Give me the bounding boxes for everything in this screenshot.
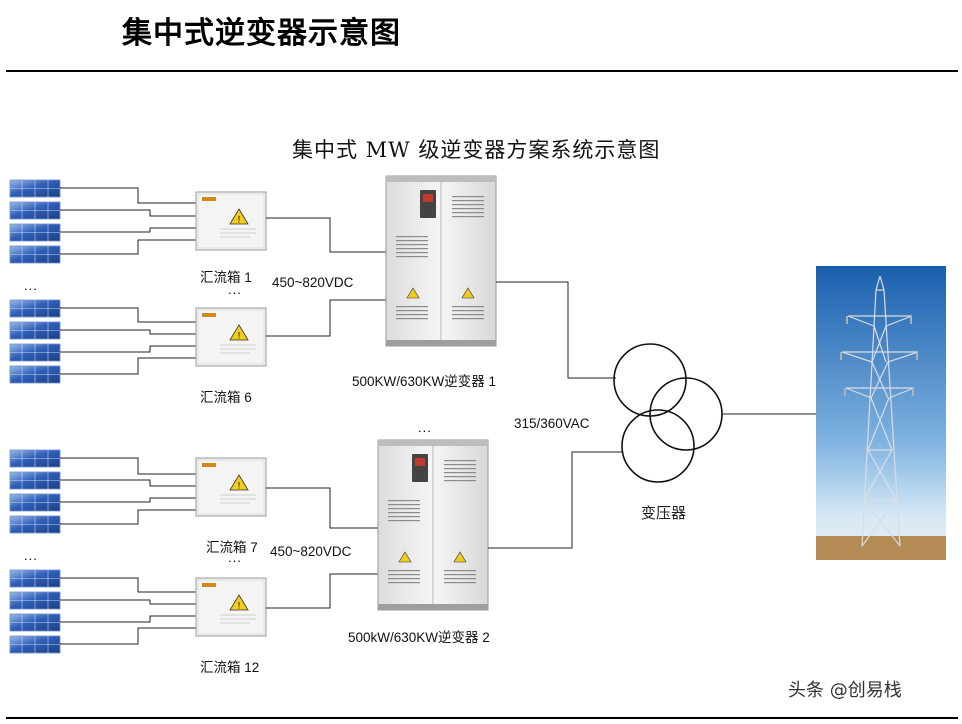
transformer-label: 变压器	[641, 504, 687, 522]
inverter-label-1: 500KW/630KW逆变器 1	[352, 374, 497, 389]
ellipsis-combiner-lower: ...	[228, 550, 242, 565]
inverter-2	[377, 439, 489, 611]
top-divider	[6, 70, 958, 72]
page-title: 集中式逆变器示意图	[122, 16, 401, 51]
ellipsis-combiner-upper: ...	[228, 282, 242, 297]
pv-wires-upper	[60, 187, 196, 375]
ellipsis-inverter: ...	[418, 420, 432, 435]
combiner-box-1	[195, 191, 267, 251]
combiner-label-7: 汇流箱 7	[206, 540, 258, 555]
inverter-label-2: 500kW/630KW逆变器 2	[348, 630, 490, 645]
diagram-title: 集中式 MW 级逆变器方案系统示意图	[292, 138, 661, 162]
ellipsis-pv-lower: ...	[24, 548, 38, 563]
bottom-divider	[6, 717, 958, 719]
ellipsis-pv-upper: ...	[24, 278, 38, 293]
transmission-tower-image	[816, 266, 946, 560]
ac-voltage-label: 315/360VAC	[514, 416, 590, 431]
combiner-box-7	[195, 457, 267, 517]
inverter-1	[385, 175, 497, 347]
combiner-label-6: 汇流箱 6	[200, 390, 252, 405]
combiner-box-12	[195, 577, 267, 637]
dc-wires-upper	[266, 217, 388, 337]
dc-wires-lower	[266, 487, 380, 609]
watermark: 头条 @创易栈	[788, 680, 902, 701]
transformer-symbol	[613, 343, 723, 483]
dc-voltage-lower: 450~820VDC	[270, 544, 352, 559]
ac-wires	[488, 281, 816, 549]
combiner-label-12: 汇流箱 12	[200, 660, 260, 675]
pv-wires-lower	[60, 457, 196, 645]
combiner-box-6	[195, 307, 267, 367]
dc-voltage-upper: 450~820VDC	[272, 275, 354, 290]
combiner-label-1: 汇流箱 1	[200, 270, 252, 285]
